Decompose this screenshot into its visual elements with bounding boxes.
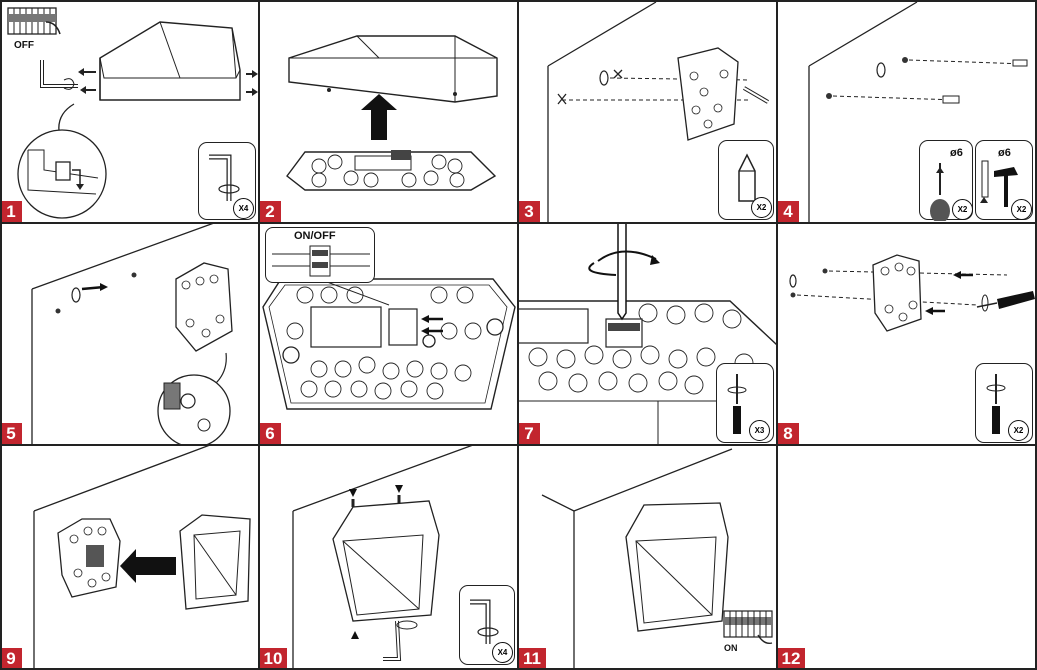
grid-divider [776,0,778,670]
step-5-illustration [31,223,233,445]
switch-terminal-icon [272,245,370,277]
quantity-badge: X2 [952,199,973,220]
step-9-illustration [33,445,251,670]
hammer-icon [980,160,1018,207]
quantity-badge: X3 [749,420,770,441]
grid-divider [0,0,1037,2]
quantity-badge: X2 [1008,420,1029,441]
pencil-icon [738,153,756,202]
panel-step-5: 5 [0,223,259,445]
screwdriver-icon [986,374,1006,434]
grid-divider [517,0,519,670]
on-off-label: ON/OFF [294,230,336,242]
step-4-illustration [808,1,1028,223]
on-label: ON [724,643,738,653]
grid-divider [0,668,1037,670]
panel-step-9: 9 [0,445,259,670]
step-number: 3 [518,201,540,223]
allen-key-tool-box: X4 [459,585,515,665]
step-3-illustration [547,1,770,223]
step-1-illustration [7,7,258,219]
panel-step-8: X2 8 [777,223,1037,445]
step-2-illustration [286,35,498,191]
step-number: 5 [0,423,22,445]
quantity-badge: X2 [1011,199,1032,220]
off-label: OFF [14,40,34,51]
panel-step-10: X4 10 [259,445,518,670]
step-number: 1 [0,201,22,223]
step-11-illustration [541,448,773,670]
panel-step-12: 12 [777,445,1037,670]
panel-step-3: X2 3 [518,0,777,223]
step-number: 2 [259,201,281,223]
on-off-callout: ON/OFF [265,227,375,283]
screwdriver-tool-box: X2 [975,363,1033,443]
grid-divider [0,222,1037,224]
step-7-illustration [518,223,777,445]
screwdriver-icon [727,374,747,434]
allen-key-tool-box: X4 [198,142,256,220]
step-number: 12 [777,648,805,670]
allen-key-icon [209,154,240,201]
grid-divider [258,0,260,670]
panel-step-7: X3 7 [518,223,777,445]
panel-step-2: 2 [259,0,518,223]
step-number: 11 [518,648,546,670]
panel-step-11: ON 11 [518,445,777,670]
quantity-badge: X4 [492,642,513,663]
step-number: 7 [518,423,540,445]
step-number: 10 [259,648,287,670]
step-number: 4 [777,201,799,223]
drill-icon [930,163,950,223]
step-number: 6 [259,423,281,445]
hammer-diameter-label: ø6 [998,147,1011,159]
step-6-illustration [262,278,516,410]
panel-step-1: OFF X4 1 [0,0,259,223]
allen-key-icon [470,599,499,644]
screwdriver-tool-box: X3 [716,363,774,443]
quantity-badge: X2 [751,197,772,218]
grid-divider [0,0,2,670]
panel-step-4: ø6 X2 ø6 X2 4 [777,0,1037,223]
step-number: 8 [777,423,799,445]
step-8-illustration [789,254,1035,332]
pencil-tool-box: X2 [718,140,774,220]
hammer-tool-box: ø6 X2 [975,140,1033,220]
step-10-illustration [292,445,474,670]
grid-divider [1035,0,1037,670]
panel-step-6: ON/OFF 6 [259,223,518,445]
drill-tool-box: ø6 X2 [919,140,973,223]
quantity-badge: X4 [233,198,254,219]
grid-divider [0,444,1037,446]
step-number: 9 [0,648,22,670]
drill-diameter-label: ø6 [950,147,963,159]
